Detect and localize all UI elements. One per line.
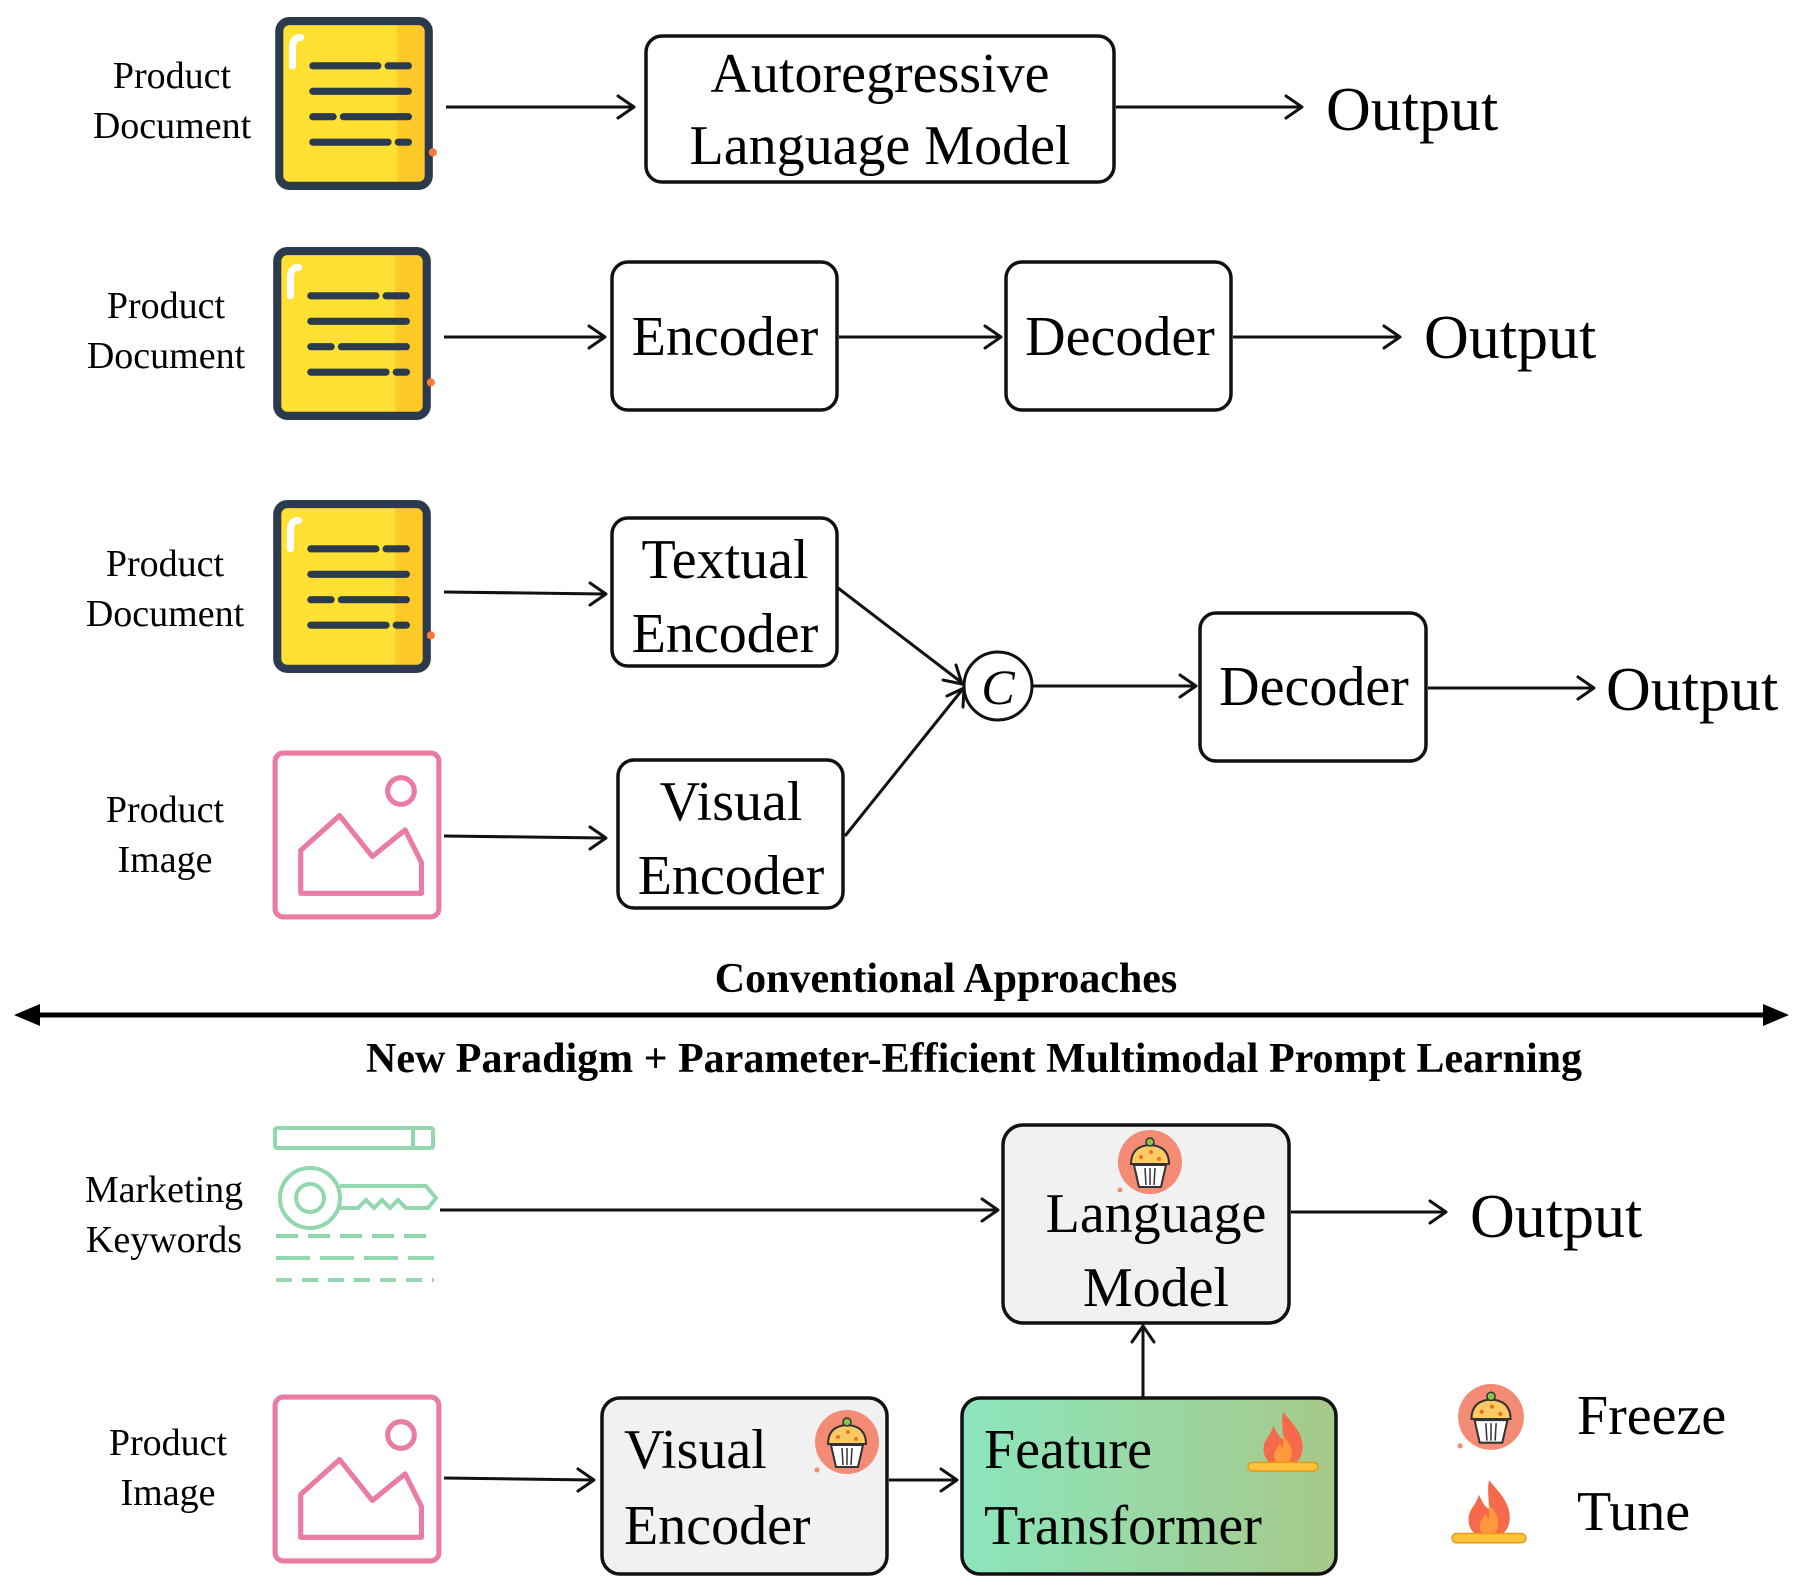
new-paradigm-heading: New Paradigm + Parameter-Efficient Multi… [366, 1036, 1582, 1082]
row3-decoder-box [1198, 611, 1428, 763]
language-model-line1: Language [1046, 1183, 1267, 1245]
divider-arrowhead-right [1763, 1004, 1789, 1026]
row1-input-label: Product Document [93, 55, 252, 147]
autoregressive-lm-box [644, 34, 1116, 184]
keyword-input-label-line2: Keywords [86, 1219, 242, 1261]
keyword-input-label-line1: Marketing [85, 1169, 243, 1211]
image-input-label: Product Image [109, 1422, 228, 1514]
language-model-box [1001, 1123, 1291, 1325]
row2-input-label-line2: Document [87, 335, 246, 377]
row3-arrow-image-to-visual-encoder [443, 834, 605, 840]
cupcake-icon [813, 1409, 880, 1475]
row3-visual-encoder-box [616, 758, 845, 910]
feature-transformer-line1: Feature [984, 1419, 1152, 1481]
legend-tune-label: Tune [1577, 1481, 1690, 1543]
conventional-approaches-heading: Conventional Approaches [715, 956, 1177, 1002]
image-input-label-line1: Product [109, 1422, 228, 1464]
row3-visual-encoder-line2: Encoder [638, 845, 825, 907]
row1-input-label-line2: Document [93, 105, 252, 147]
row1-output: Output [1326, 76, 1498, 144]
image-icon [275, 753, 439, 917]
legend-freeze-label: Freeze [1577, 1385, 1726, 1447]
row2-input-label: Product Document [87, 285, 246, 377]
autoregressive-lm-line2: Language Model [690, 115, 1071, 177]
row2-input-label-line1: Product [107, 285, 226, 327]
arrowhead [587, 324, 607, 350]
feature-transformer-line2: Transformer [984, 1495, 1262, 1557]
arrowhead [588, 825, 608, 851]
document-icon [277, 504, 435, 669]
arrowhead [941, 663, 964, 686]
arrowhead [1576, 675, 1596, 701]
arrowhead [980, 1197, 1000, 1223]
textual-encoder-line1: Textual [641, 529, 808, 591]
row2-decoder-box [1004, 260, 1233, 412]
cupcake-icon [1456, 1383, 1525, 1451]
language-model-line2: Model [1083, 1257, 1229, 1319]
keyword-input-label: Marketing Keywords [85, 1169, 243, 1261]
key-icon [273, 1126, 439, 1282]
row3-text-input-label-line1: Product [106, 543, 225, 585]
row3-visual-encoder-line1: Visual [660, 771, 803, 833]
feature-transformer-box [960, 1396, 1338, 1576]
row3-image-input-label-line1: Product [106, 789, 225, 831]
arrowhead [983, 324, 1003, 350]
flame-icon [1451, 1479, 1527, 1544]
textual-encoder-line2: Encoder [632, 603, 819, 665]
row2-output: Output [1424, 304, 1596, 372]
arrowhead [1428, 1199, 1448, 1225]
document-icon [279, 21, 437, 186]
arrowhead [588, 581, 608, 607]
row1-input-label-line1: Product [113, 55, 232, 97]
row3-arrow-doc-to-textual-encoder [443, 590, 605, 596]
row3-output: Output [1606, 656, 1778, 724]
arrow-textual-to-concat [837, 586, 962, 684]
arrowhead [576, 1467, 596, 1493]
visual-encoder-line1: Visual [624, 1419, 767, 1481]
row2-decoder-label: Decoder [1025, 306, 1215, 368]
arrowhead [1382, 324, 1402, 350]
arrow-image-to-visual-encoder [443, 1476, 593, 1482]
textual-encoder-box [610, 516, 839, 668]
arrowhead [616, 94, 636, 120]
arrowhead [1178, 673, 1198, 699]
row3-image-input-label: Product Image [106, 789, 225, 881]
row3-text-input-label: Product Document [86, 543, 245, 635]
new-paradigm-output: Output [1470, 1183, 1642, 1251]
image-input-label-line2: Image [121, 1472, 216, 1514]
row3-image-input-label-line2: Image [118, 839, 213, 881]
row3-text-input-label-line2: Document [86, 593, 245, 635]
arrowhead [939, 1467, 959, 1493]
arrow-visual-to-concat [843, 689, 964, 837]
row2-encoder-box [610, 260, 839, 412]
row3-decoder-label: Decoder [1219, 656, 1409, 718]
image-icon [275, 1397, 439, 1561]
document-icon [277, 251, 435, 416]
arrowhead [1284, 94, 1304, 120]
autoregressive-lm-line1: Autoregressive [710, 43, 1049, 105]
row2-encoder-label: Encoder [632, 306, 819, 368]
visual-encoder-line2: Encoder [624, 1495, 811, 1557]
concat-symbol: C [981, 659, 1015, 715]
divider-arrowhead-left [14, 1004, 40, 1026]
arrowhead [1130, 1324, 1156, 1344]
